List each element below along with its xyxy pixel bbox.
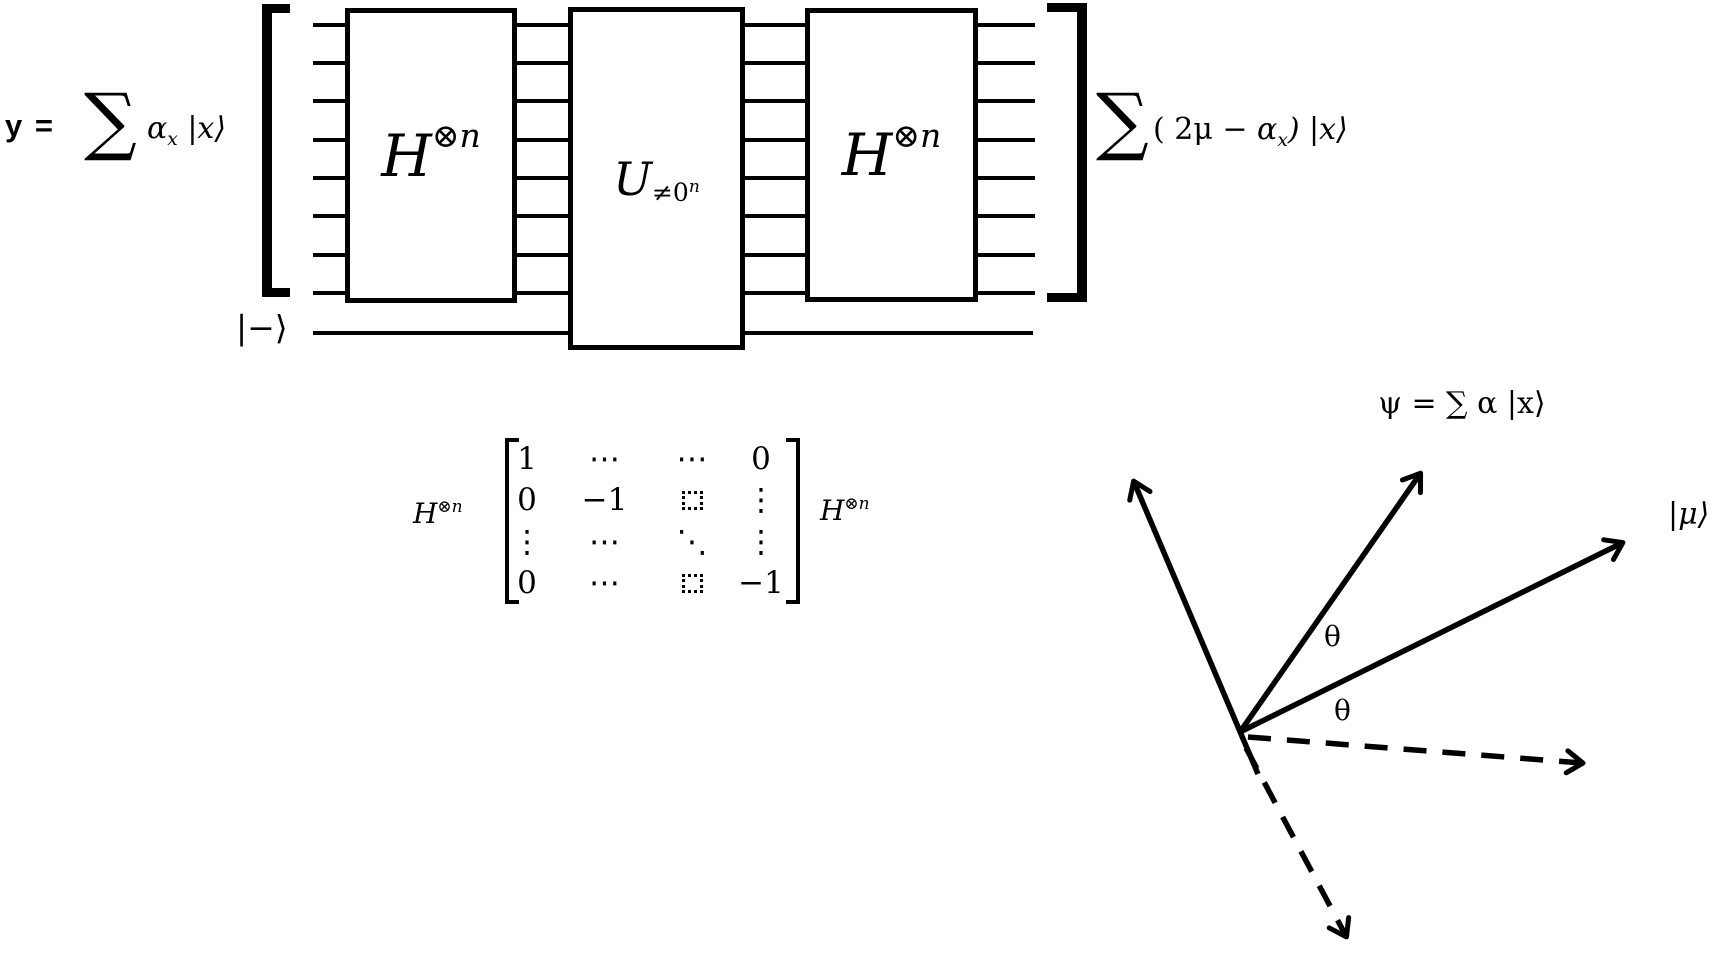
qubit-wire — [978, 138, 1035, 142]
matrix-cell — [662, 563, 722, 605]
qubit-wire — [978, 214, 1035, 218]
matrix-entries: 1 ⋯ ⋯ 0 0 −1 ⋮ ⋮ ⋯ ⋱ ⋮ 0 ⋯ −1 — [507, 438, 800, 604]
mu-state-label: |μ⟩ — [1668, 497, 1710, 532]
matrix-close-bracket — [786, 438, 800, 604]
matrix-cell — [662, 480, 722, 522]
qubit-wire — [517, 253, 568, 257]
qubit-wire — [745, 291, 805, 295]
qubit-wire — [517, 23, 568, 27]
matrix-cell: ⋯ — [676, 440, 708, 477]
oracle-label: U — [613, 151, 652, 206]
basis-vector-arrow — [1127, 478, 1261, 776]
qubit-wire — [313, 214, 345, 218]
theta-angle-upper: θ — [1324, 620, 1341, 653]
circuit-open-bracket — [262, 4, 290, 297]
oracle-subscript-power: n — [688, 177, 700, 197]
qubit-wire — [517, 291, 568, 295]
hadamard-right-label: H — [841, 121, 893, 189]
matrix-cell: −1 — [581, 482, 628, 519]
matrix-cell: ⋯ — [589, 440, 620, 477]
qubit-wire — [978, 253, 1035, 257]
matrix-cell: ⋮ — [511, 523, 543, 560]
hadamard-gate-right: H⊗n — [805, 8, 978, 302]
hadamard-left-superscript: ⊗n — [431, 116, 481, 155]
matrix-right-operator-sup: ⊗n — [844, 494, 870, 514]
input-ket-x: |x⟩ — [187, 111, 227, 146]
psi-state-label: ψ = ∑ α |x⟩ — [1378, 386, 1546, 421]
qubit-wire — [313, 99, 345, 103]
matrix-cell: −1 — [738, 565, 784, 602]
qubit-wire — [745, 176, 805, 180]
theta-angle-lower: θ — [1334, 694, 1351, 727]
circuit-close-bracket — [1047, 3, 1087, 302]
ancilla-state-label: |−⟩ — [236, 308, 288, 347]
qubit-wire — [978, 291, 1035, 295]
qubit-wire — [313, 23, 345, 27]
output-sum-symbol: ∑ — [1096, 78, 1149, 164]
matrix-right-operator: H⊗n — [820, 494, 870, 527]
hadamard-gate-left: H⊗n — [345, 8, 517, 303]
ancilla-wire-left — [313, 331, 568, 335]
input-state-prefix: y = — [5, 108, 55, 143]
qubit-wire — [517, 138, 568, 142]
matrix-left-operator: H⊗n — [413, 497, 463, 530]
matrix-cell: 1 — [517, 440, 537, 477]
output-state-terms: ( 2μ − αx) |x⟩ — [1153, 112, 1348, 151]
qubit-wire — [313, 176, 345, 180]
qubit-wire — [517, 214, 568, 218]
reflected-vector-arrow — [1247, 734, 1586, 776]
input-state-terms: αx |x⟩ — [147, 111, 226, 150]
matrix-cell: 0 — [751, 440, 771, 477]
matrix-cell: ⋯ — [589, 523, 620, 560]
oracle-gate: U≠0n — [568, 7, 745, 350]
matrix-cell: ⋮ — [745, 523, 777, 560]
qubit-wire — [313, 253, 345, 257]
input-alpha: α — [147, 111, 168, 146]
qubit-wire — [745, 138, 805, 142]
ancilla-wire-right — [745, 331, 1033, 335]
hadamard-right-superscript: ⊗n — [892, 115, 942, 155]
qubit-wire — [313, 291, 345, 295]
output-open-paren: ( 2μ − — [1153, 112, 1258, 147]
qubit-wire — [978, 23, 1035, 27]
qubit-wire — [745, 253, 805, 257]
matrix-cell: 0 — [517, 482, 537, 519]
psi-vector-arrow — [1237, 470, 1424, 734]
qubit-wire — [978, 176, 1035, 180]
matrix-left-operator-base: H — [413, 497, 438, 530]
matrix-cell: ⋮ — [745, 482, 777, 519]
matrix-block-placeholder-icon — [681, 573, 703, 593]
output-alpha: α — [1257, 112, 1278, 147]
qubit-wire — [978, 61, 1035, 65]
matrix-cell: ⋱ — [676, 523, 708, 560]
oracle-subscript: ≠0n — [651, 177, 700, 207]
matrix-block-placeholder-icon — [681, 490, 703, 510]
hadamard-left-label: H — [381, 121, 432, 190]
qubit-wire — [517, 176, 568, 180]
output-ket-x: ) |x⟩ — [1287, 112, 1348, 147]
qubit-wire — [978, 99, 1035, 103]
pre-reflection-vector-arrow — [1243, 746, 1352, 940]
qubit-wire — [745, 99, 805, 103]
input-sum-symbol: ∑ — [84, 78, 137, 164]
qubit-wire — [313, 138, 345, 142]
qubit-wire — [745, 214, 805, 218]
matrix-left-operator-sup: ⊗n — [437, 497, 463, 517]
matrix-open-bracket — [505, 438, 519, 604]
qubit-wire — [517, 99, 568, 103]
qubit-wire — [745, 61, 805, 65]
matrix-right-operator-base: H — [820, 494, 845, 527]
oracle-subscript-text: ≠0 — [651, 178, 689, 207]
qubit-wire — [313, 61, 345, 65]
mu-vector-arrow — [1238, 537, 1626, 735]
matrix-cell: ⋯ — [589, 565, 620, 602]
input-alpha-subscript: x — [167, 129, 178, 150]
qubit-wire — [517, 61, 568, 65]
matrix-cell: 0 — [517, 565, 537, 602]
output-alpha-subscript: x — [1277, 130, 1288, 151]
qubit-wire — [745, 23, 805, 27]
vector-arrows — [1127, 470, 1626, 940]
